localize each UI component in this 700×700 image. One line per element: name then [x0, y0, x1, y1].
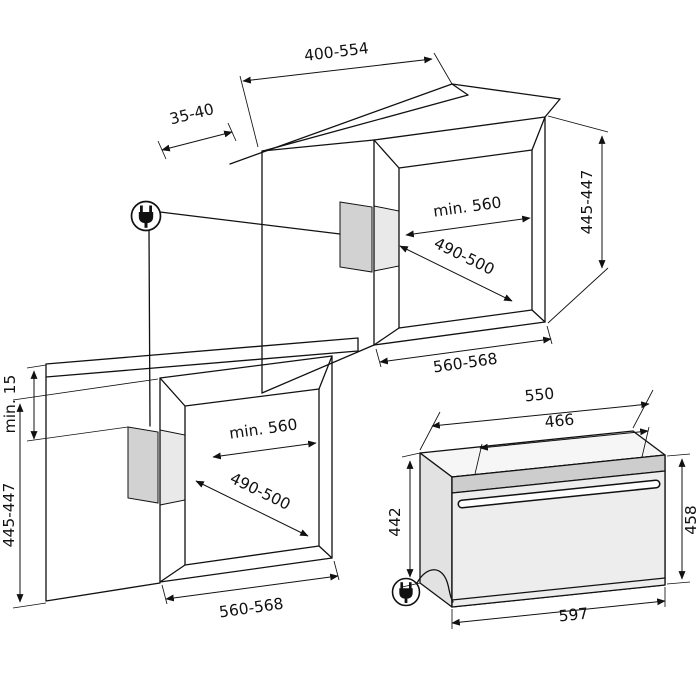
tall-cabinet-dimensions: 400-554 35-40 min. 560 490-500 445-447 5…: [157, 39, 609, 376]
oven-handle: [459, 481, 659, 507]
dim-oven-inner-width: 466: [544, 411, 575, 432]
dim-oven-top-width: 550: [524, 385, 555, 406]
socket-zone-base-inner: [159, 429, 186, 506]
oven-door: [451, 470, 666, 608]
oven-power-plug-icon: [391, 577, 421, 607]
dim-oven-overall-width: 597: [558, 605, 589, 626]
oven-power-cable: [416, 569, 454, 603]
countertop: [45, 337, 359, 378]
dim-base-niche-height: 445-447: [0, 483, 18, 548]
oven-drawing: [391, 430, 666, 608]
tall-cabinet-drawing: [229, 83, 561, 394]
dim-column-niche-height: 445-447: [578, 170, 596, 235]
base-cabinet-drawing: [45, 337, 359, 602]
plug-leader-to-column-zone: [159, 211, 341, 235]
socket-zone-column: [339, 201, 373, 273]
socket-zone-column-inner: [373, 205, 400, 272]
socket-zone-base: [127, 426, 159, 504]
dim-oven-front-height: 458: [682, 505, 700, 535]
dim-oven-rear-height: 442: [386, 507, 404, 537]
plug-leader-to-base-zone: [148, 229, 151, 427]
oven-dimensions: 550 466 442 458 597: [386, 385, 700, 629]
mains-plug-callout: [130, 200, 341, 427]
dim-base-socket-clearance: min. 15: [1, 375, 19, 434]
oven-door-trim: [451, 577, 666, 601]
power-plug-icon: [130, 200, 162, 232]
